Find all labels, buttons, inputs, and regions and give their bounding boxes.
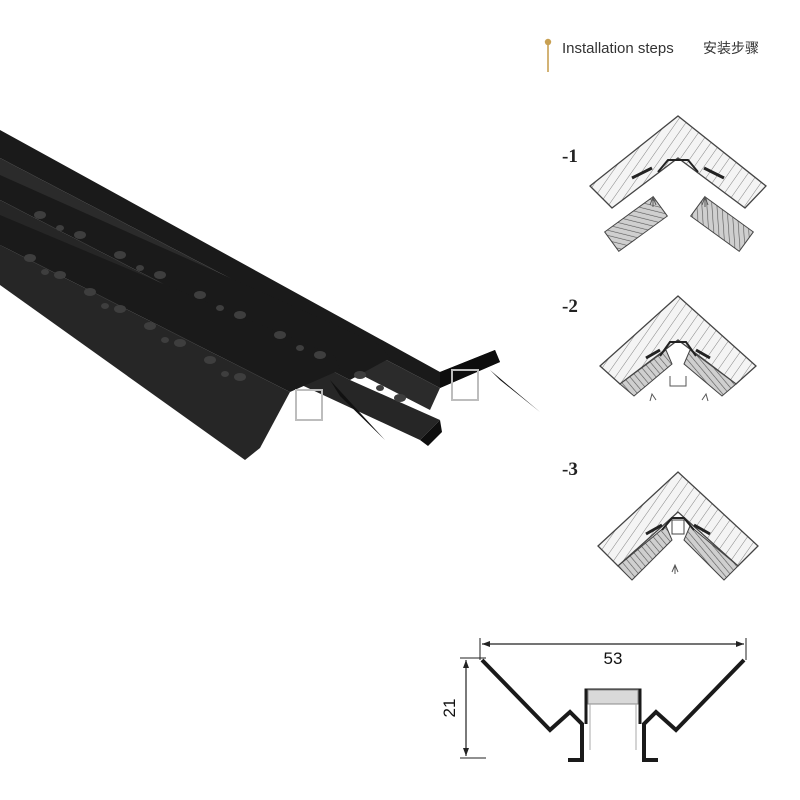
header-title-cn: 安装步骤 bbox=[703, 41, 759, 57]
width-dimension: 53 bbox=[479, 638, 747, 668]
profile-channel bbox=[661, 517, 695, 531]
product-photo bbox=[0, 130, 540, 460]
board-left bbox=[603, 195, 669, 253]
board-right bbox=[689, 195, 755, 253]
arrow-icon bbox=[671, 563, 679, 574]
wall-corner bbox=[589, 115, 767, 209]
pin-icon bbox=[544, 38, 552, 72]
wall-corner bbox=[599, 295, 757, 385]
step-label-1: -1 bbox=[562, 146, 578, 167]
board-right bbox=[683, 525, 739, 581]
step-label-2: -2 bbox=[562, 296, 578, 317]
width-value: 53 bbox=[604, 649, 623, 668]
board-left bbox=[619, 349, 673, 397]
profile-channel bbox=[659, 341, 697, 357]
cross-section: 53 21 bbox=[440, 638, 747, 762]
header-title: Installation steps bbox=[562, 40, 674, 57]
diffuser-cover bbox=[587, 689, 639, 705]
height-dimension: 21 bbox=[440, 657, 486, 759]
step-1: -1 bbox=[562, 115, 767, 253]
board-left bbox=[617, 525, 673, 581]
arrow-icon bbox=[649, 392, 709, 402]
step-2: -2 bbox=[562, 295, 757, 402]
step-3: -3 bbox=[562, 459, 759, 581]
perforations bbox=[24, 211, 406, 402]
step-label-3: -3 bbox=[562, 459, 578, 480]
profile-channel bbox=[657, 159, 699, 173]
arrow-icon bbox=[649, 195, 709, 207]
board-right bbox=[683, 349, 737, 397]
height-value: 21 bbox=[440, 699, 459, 718]
profile-bar-3 bbox=[0, 215, 385, 460]
profile-section bbox=[480, 658, 746, 762]
header: Installation steps 安装步骤 bbox=[544, 38, 759, 72]
